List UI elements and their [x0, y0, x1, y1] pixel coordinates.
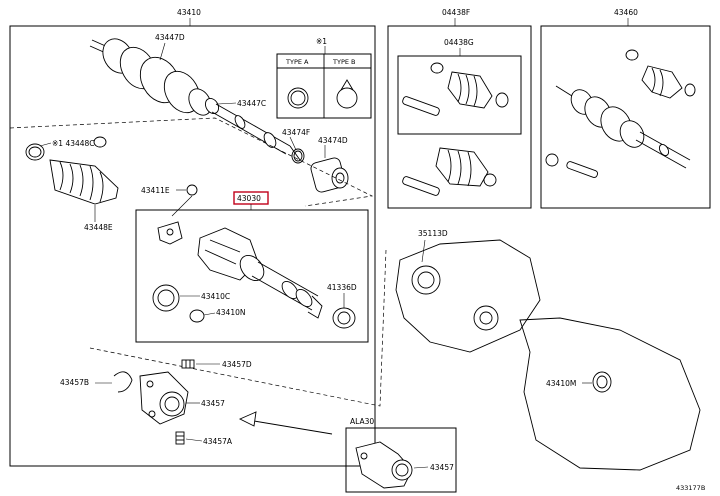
drive-shaft-43460-group: 43460	[540, 8, 711, 209]
clip-43457B	[113, 371, 133, 393]
grease-tube-b	[402, 176, 440, 196]
damper-43474D	[310, 157, 349, 193]
note-1: ※1	[316, 37, 327, 46]
figure-id: 433177B	[676, 484, 705, 492]
dashed-guide	[9, 117, 374, 207]
label-43457D[interactable]: 43457D	[222, 360, 252, 369]
bolt-43457A	[175, 431, 185, 445]
label-43410[interactable]: 43410	[177, 8, 201, 17]
bracket-43457	[139, 371, 189, 425]
label-04438G[interactable]: 04438G	[444, 38, 474, 47]
seal-41336D	[332, 307, 356, 329]
shaft-43460	[555, 85, 691, 169]
snap-ring-43410N	[189, 309, 205, 323]
circlip-43411E	[186, 184, 198, 196]
bolt-43457D	[181, 359, 195, 369]
label-43410C[interactable]: 43410C	[201, 292, 230, 301]
outer-cv-joint	[89, 38, 301, 161]
label-43457B[interactable]: 43457B	[60, 378, 89, 387]
label-43474D[interactable]: 43474D	[318, 136, 348, 145]
inner-cv-joint-43030	[197, 227, 323, 319]
clamp-43474F	[291, 148, 305, 164]
boot-large	[435, 147, 489, 187]
boot-kit-04438F-group: 04438F 04438G	[387, 8, 532, 209]
boot-clamp-small	[93, 136, 107, 148]
arrow-head	[238, 411, 257, 427]
clamp-small-b	[495, 92, 509, 108]
type-variants-box: ※1 TYPE A TYPE B	[276, 37, 372, 119]
label-43447C[interactable]: 43447C	[237, 99, 266, 108]
label-35113D[interactable]: 35113D	[418, 229, 448, 238]
label-43411E[interactable]: 43411E	[141, 186, 170, 195]
drive-shaft-assembly-group: 43410 43447D 43447C ※1	[9, 8, 387, 467]
label-04438F[interactable]: 04438F	[442, 8, 470, 17]
label-43457A[interactable]: 43457A	[203, 437, 233, 446]
drive-shaft-box	[9, 25, 376, 467]
boot-kit-inner-box	[397, 55, 522, 135]
shaft-43460-box	[540, 25, 711, 209]
label-43448C[interactable]: ※1 43448C	[52, 139, 95, 148]
arrow-line	[247, 419, 333, 435]
boot-04438G	[447, 71, 493, 109]
type-b-label: TYPE B	[332, 58, 356, 66]
seal-35113D	[411, 265, 441, 295]
label-43448E[interactable]: 43448E	[84, 223, 113, 232]
label-ala30: ALA30	[350, 417, 374, 426]
clamp-large	[483, 173, 497, 187]
clamp-small-a	[430, 62, 444, 74]
clamp-type-a	[287, 87, 309, 109]
label-43410M[interactable]: 43410M	[546, 379, 576, 388]
ala30-bracket-group: ALA30 43457	[345, 417, 457, 493]
label-43030[interactable]: 43030	[237, 194, 261, 203]
seal-43410C	[152, 284, 180, 312]
ala30-box	[345, 427, 457, 493]
label-43460[interactable]: 43460	[614, 8, 638, 17]
label-43457-ala30[interactable]: 43457	[430, 463, 454, 472]
label-41336D[interactable]: 41336D	[327, 283, 357, 292]
label-43474F[interactable]: 43474F	[282, 128, 310, 137]
bracket-small	[157, 221, 183, 245]
grease-tube-a	[402, 96, 440, 116]
inner-joint-box	[135, 209, 369, 343]
label-43410N[interactable]: 43410N	[216, 308, 245, 317]
boot-kit-box	[387, 25, 532, 209]
seal-43410M	[592, 371, 612, 393]
boot-43448E	[49, 159, 119, 205]
type-a-label: TYPE A	[285, 58, 309, 66]
label-43457[interactable]: 43457	[201, 399, 225, 408]
transmission-case: 35113D 43410M	[395, 229, 701, 471]
boot-clamp-43448C	[25, 143, 45, 161]
clamp-type-b	[336, 87, 358, 109]
label-43447D[interactable]: 43447D	[155, 33, 185, 42]
